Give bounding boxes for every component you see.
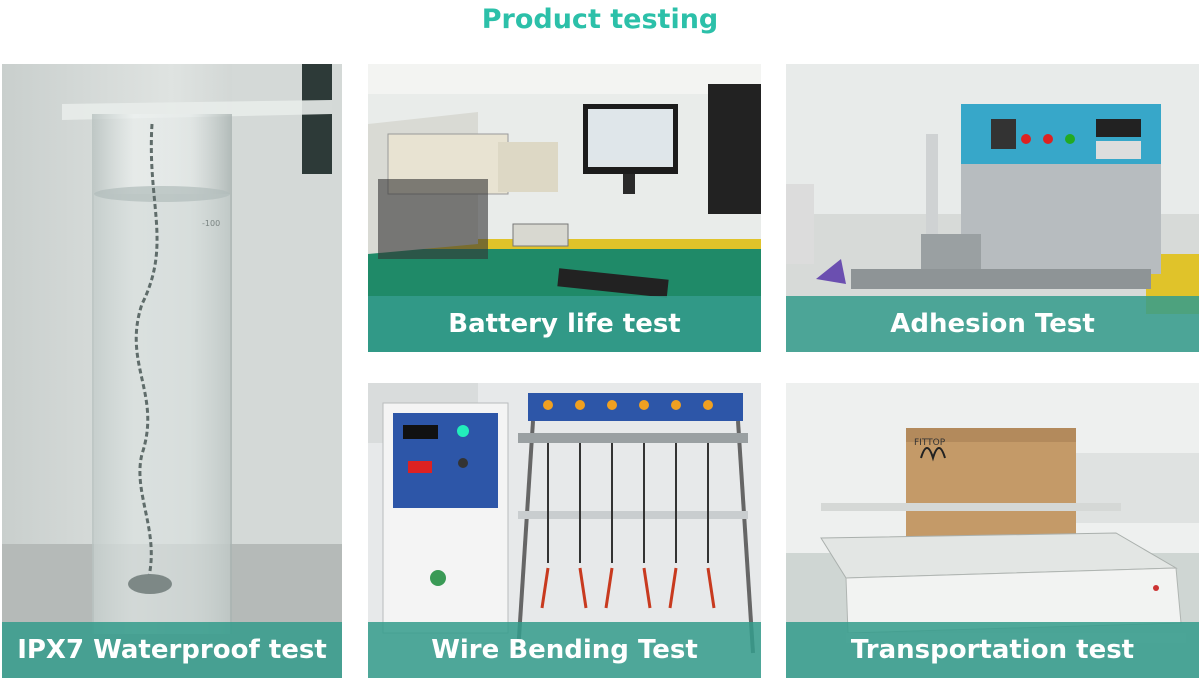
caption-wire: Wire Bending Test bbox=[368, 622, 761, 678]
caption-transport: Transportation test bbox=[786, 622, 1199, 678]
card-adhesion-test: Adhesion Test bbox=[786, 64, 1199, 352]
box-brand-label: FITTOP bbox=[914, 438, 946, 448]
caption-adhesion: Adhesion Test bbox=[786, 296, 1199, 352]
card-wire-bending-test: Wire Bending Test bbox=[368, 383, 761, 678]
card-transportation-test: FITTOP Transportation test bbox=[786, 383, 1199, 678]
svg-text:-100: -100 bbox=[202, 219, 220, 228]
caption-ipx7: IPX7 Waterproof test bbox=[2, 622, 342, 678]
caption-battery: Battery life test bbox=[368, 296, 761, 352]
page-title: Product testing bbox=[481, 4, 719, 35]
card-battery-life-test: Battery life test bbox=[368, 64, 761, 352]
water-cylinder-photo: -100 bbox=[2, 64, 342, 678]
card-ipx7-waterproof-test: -100 IPX7 Waterproof test bbox=[2, 64, 342, 678]
